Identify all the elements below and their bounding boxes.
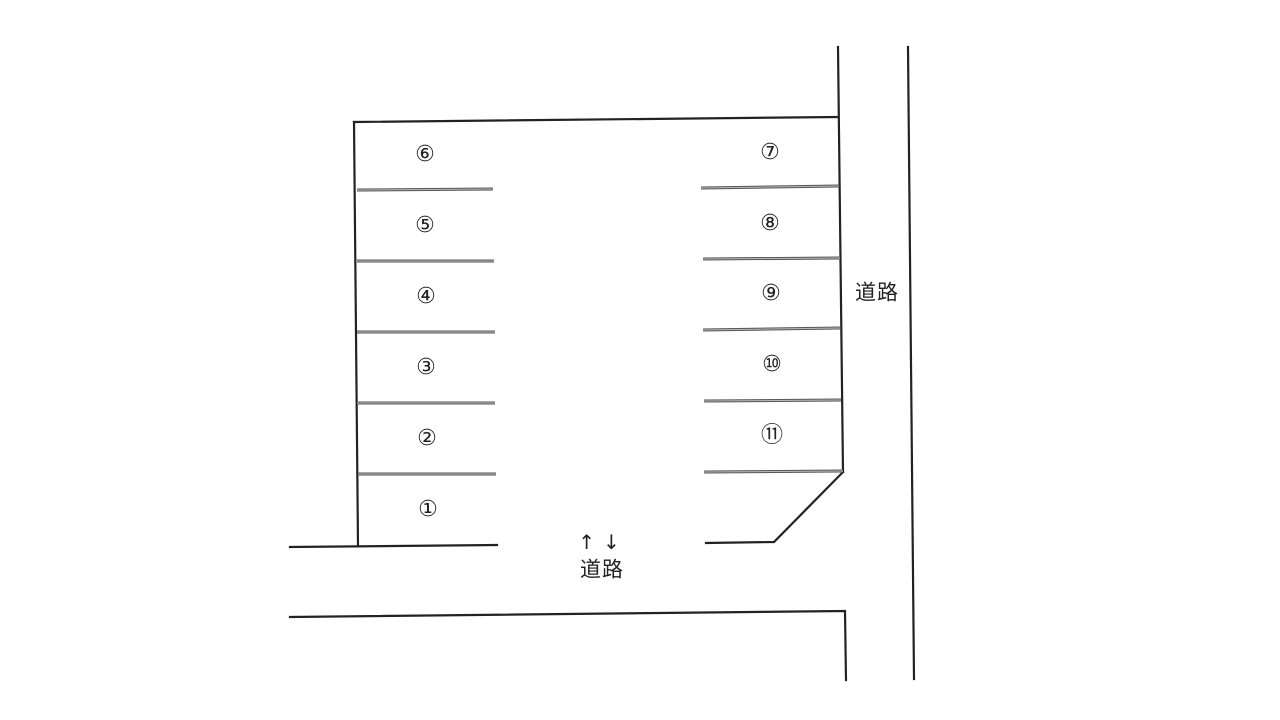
east-road-label: 道路	[855, 280, 899, 305]
south-road-edge	[288, 609, 848, 682]
parking-spot-7: ⑦	[760, 140, 780, 165]
east-road-edge	[906, 45, 916, 681]
parking-spot-3: ③	[416, 355, 436, 380]
lot-left-wall	[352, 120, 360, 548]
south-road-label: 道路	[580, 557, 624, 582]
left-spot-dividers	[356, 187, 496, 476]
parking-spot-8: ⑧	[760, 211, 780, 236]
lot-bottom-left-wall	[288, 543, 499, 549]
parking-spot-2: ②	[417, 426, 437, 451]
parking-spot-6: ⑥	[415, 142, 435, 167]
lot-top-wall	[352, 115, 840, 124]
right-spot-dividers	[700, 184, 844, 474]
parking-spot-4: ④	[416, 284, 436, 309]
entrance-arrows-icon: ↑↓	[578, 530, 628, 554]
parking-spot-9: ⑨	[761, 281, 781, 306]
parking-spot-1: ①	[418, 497, 438, 522]
lot-chamfer-corner	[704, 470, 845, 545]
parking-spot-11: ⑪	[760, 423, 784, 448]
lot-right-wall	[836, 45, 845, 474]
parking-spot-10: ⑩	[762, 352, 782, 377]
parking-spot-5: ⑤	[415, 213, 435, 238]
